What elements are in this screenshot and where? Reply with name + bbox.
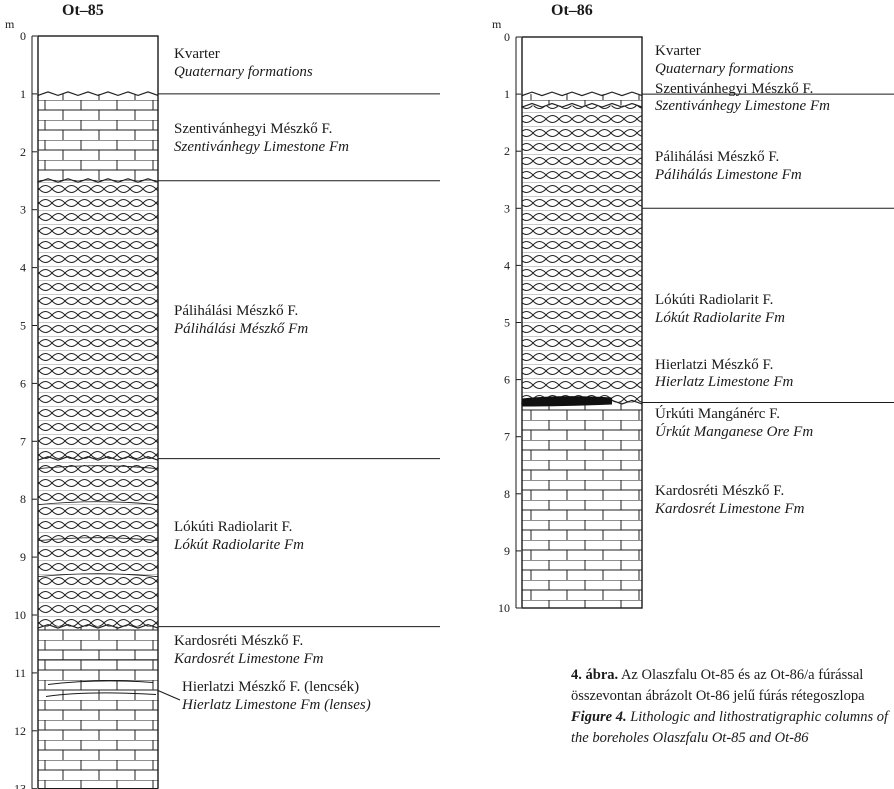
unit-label-hu: Lókúti Radiolarit F. <box>174 519 292 535</box>
depth-tick-label: 11 <box>14 666 26 680</box>
unit-label-hu: Szentivánhegyi Mészkő F. <box>655 81 813 97</box>
formation-boundaries <box>158 93 440 628</box>
depth-tick-label: 1 <box>20 87 26 101</box>
caption-hu-line-2: összevontan ábrázolt Ot-86 jelű fúrás ré… <box>571 688 865 704</box>
column-title: Ot–85 <box>62 2 104 19</box>
lithology-interval <box>522 37 642 95</box>
radiolarite-band <box>37 501 159 506</box>
depth-tick-label: 3 <box>20 203 26 217</box>
unit-label-en: Szentivánhegy Limestone Fm <box>655 98 830 114</box>
column-outline <box>37 35 159 660</box>
depth-axis: 0 1 2 3 4 5 6 7 8 9 10 <box>14 29 37 660</box>
depth-tick-label: 1 <box>504 87 510 101</box>
unit-label-hu: Pálihálási Mészkő F. <box>655 149 779 165</box>
depth-tick-label: 9 <box>20 550 26 564</box>
caption-hu-text: Az Olaszfalu Ot-85 és az Ot-86/a fúrássa… <box>618 667 864 683</box>
unit-label-en: Hierlatz Limestone Fm (lenses) <box>181 697 371 713</box>
depth-tick-label: 8 <box>20 492 26 506</box>
hierlatz-lens <box>45 692 157 697</box>
depth-tick-label: 3 <box>504 201 510 215</box>
unit-label-en: Lókút Radiolarite Fm <box>173 537 304 553</box>
formation-boundaries <box>642 93 894 403</box>
depth-tick-label: 6 <box>20 376 26 390</box>
column-outline <box>521 36 643 609</box>
caption-en-label: Figure 4. <box>571 709 627 725</box>
contact-line <box>37 91 159 97</box>
contact-line <box>521 91 643 97</box>
unit-label-hu: Kvarter <box>174 46 220 62</box>
lithology-interval <box>38 626 158 660</box>
radiolarite-band <box>37 537 159 542</box>
lithology-interval <box>38 660 158 789</box>
lithology-interval <box>522 94 642 106</box>
lithology-interval <box>522 402 642 608</box>
depth-unit-label: m <box>492 17 502 31</box>
lithology-interval <box>38 93 158 181</box>
depth-tick-label: 5 <box>504 316 510 330</box>
unit-label-en: Quaternary formations <box>174 64 313 80</box>
lithology-interval <box>522 105 642 403</box>
unit-label-en: Pálihálás Limestone Fm <box>654 167 802 183</box>
unit-label-hu: Lókúti Radiolarit F. <box>655 292 773 308</box>
column-title: Ot–86 <box>551 2 593 19</box>
unit-label-hu: Kvarter <box>655 43 701 59</box>
caption-hu-line-1: 4. ábra. Az Olaszfalu Ot-85 és az Ot-86/… <box>571 665 894 686</box>
figure-caption: 4. ábra. Az Olaszfalu Ot-85 és az Ot-86/… <box>571 665 894 749</box>
depth-tick-label: 9 <box>504 544 510 558</box>
unit-label-hu: Pálihálási Mészkő F. <box>174 303 298 319</box>
caption-en-line-2: the boreholes Olaszfalu Ot-85 and Ot-86 <box>571 730 809 746</box>
label-leader <box>157 690 181 701</box>
depth-tick-label: 7 <box>20 434 26 448</box>
depth-unit-label: m <box>5 17 15 31</box>
depth-tick-label: 10 <box>14 608 26 622</box>
depth-tick-label: 5 <box>20 319 26 333</box>
unit-label-en: Úrkút Manganese Ore Fm <box>655 423 813 440</box>
lithology-interval <box>38 36 158 94</box>
depth-tick-label: 4 <box>20 261 26 275</box>
lithology-body <box>521 36 643 609</box>
unit-label-en: Lókút Radiolarite Fm <box>654 310 785 326</box>
depth-tick-label: 12 <box>14 724 26 738</box>
depth-tick-label: 0 <box>504 30 510 44</box>
caption-hu-label: 4. ábra. <box>571 667 619 683</box>
depth-tick-label: 4 <box>504 258 510 272</box>
depth-tick-label: 7 <box>504 430 510 444</box>
unit-label-hu: Kardosréti Mészkő F. <box>655 483 784 499</box>
unit-label-en: Szentivánhegy Limestone Fm <box>174 139 349 155</box>
manganese-ore-band <box>522 396 612 407</box>
depth-tick-label: 2 <box>504 144 510 158</box>
contact-line <box>37 178 159 184</box>
contact-line <box>37 623 159 629</box>
column-ot85: Ot–85 m 0 1 2 3 4 5 6 7 8 9 10 Kvarter Quaternary … <box>5 2 440 660</box>
lithology-body <box>37 35 159 660</box>
depth-tick-label: 6 <box>504 373 510 387</box>
unit-label-hu: Hierlatzi Mészkő F. <box>655 357 773 373</box>
unit-label-en: Hierlatz Limestone Fm <box>654 374 793 390</box>
contact-line <box>521 102 643 108</box>
lithology-lower-extension: 11 12 13 <box>14 660 181 789</box>
depth-axis: 0 1 2 3 4 5 6 7 8 9 10 <box>498 30 521 615</box>
column-ot86: Ot–86 m 0 1 2 3 4 5 6 7 8 9 10 Kvarter Quaternary … <box>492 2 894 615</box>
unit-label-en: Quaternary formations <box>655 61 794 77</box>
depth-tick-label: 8 <box>504 487 510 501</box>
unit-label-hu: Úrkúti Mangánérc F. <box>655 405 780 422</box>
depth-tick-label: 2 <box>20 145 26 159</box>
unit-label-en: Pálihálási Mészkő Fm <box>173 321 308 337</box>
depth-tick-label: 13 <box>14 782 26 789</box>
caption-en-text: Lithologic and lithostratigraphic column… <box>626 709 889 725</box>
radiolarite-band <box>37 573 159 578</box>
radiolarite-band <box>37 465 159 470</box>
unit-label-hu: Hierlatzi Mészkő F. (lencsék) <box>182 679 359 695</box>
unit-label-hu: Szentivánhegyi Mészkő F. <box>174 121 332 137</box>
lithology-interval <box>38 458 158 627</box>
depth-tick-label: 0 <box>20 29 26 43</box>
unit-label-en: Kardosrét Limestone Fm <box>654 501 805 517</box>
unit-label-hu: Kardosréti Mészkő F. <box>174 633 303 649</box>
depth-tick-label: 10 <box>498 601 510 615</box>
hierlatz-lens <box>47 680 154 685</box>
contact-line <box>37 456 159 462</box>
lithology-interval <box>38 180 158 459</box>
caption-en-line-1: Figure 4. Lithologic and lithostratigrap… <box>571 707 894 728</box>
